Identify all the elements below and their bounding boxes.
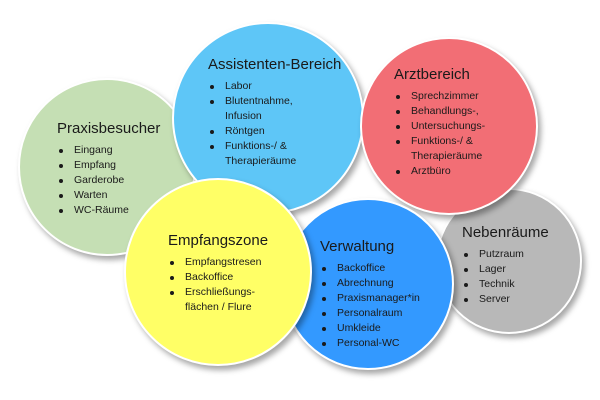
- assistenten-bereich-title: Assistenten-Bereich: [208, 56, 342, 73]
- list-item: Umkleide: [320, 321, 420, 336]
- empfangszone-title: Empfangszone: [168, 232, 269, 249]
- list-item: Backoffice: [320, 261, 420, 276]
- verwaltung-label: Verwaltung Backoffice Abrechnung Praxism…: [320, 238, 420, 351]
- empfangszone-list: Empfangstresen Backoffice Erschließungs-…: [168, 255, 268, 315]
- list-item: Röntgen: [208, 124, 341, 139]
- list-item: Garderobe: [57, 173, 160, 188]
- empfangszone-circle: [124, 178, 312, 366]
- list-item: Funktions-/ &: [208, 139, 341, 154]
- list-item: Putzraum: [462, 247, 549, 262]
- list-item: Labor: [208, 79, 341, 94]
- list-item: Warten: [57, 188, 160, 203]
- list-item: Arztbüro: [394, 164, 485, 179]
- arztbereich-circle: [360, 37, 538, 215]
- list-item: WC-Räume: [57, 203, 160, 218]
- praxisbesucher-list: Eingang Empfang Garderobe Warten WC-Räum…: [57, 143, 160, 218]
- nebenraeume-title: Nebenräume: [462, 224, 549, 241]
- list-item: Untersuchungs-: [394, 119, 485, 134]
- list-item: Funktions-/ &: [394, 134, 485, 149]
- list-item-continuation: Therapieräume: [225, 155, 297, 167]
- list-item: Personalraum: [320, 306, 420, 321]
- list-item: Abrechnung: [320, 276, 420, 291]
- arztbereich-label: Arztbereich Sprechzimmer Behandlungs-, U…: [394, 66, 485, 179]
- nebenraeume-list: Putzraum Lager Technik Server: [462, 247, 549, 307]
- empfangszone-label: Empfangszone Empfangstresen Backoffice E…: [168, 232, 268, 315]
- verwaltung-title: Verwaltung: [320, 238, 395, 255]
- list-item: Empfang: [57, 158, 160, 173]
- list-item-continuation: Infusion: [225, 110, 262, 122]
- praxisbesucher-label: Praxisbesucher Eingang Empfang Garderobe…: [57, 120, 160, 218]
- list-item: Eingang: [57, 143, 160, 158]
- list-item: Blutentnahme,: [208, 94, 341, 109]
- list-item: Sprechzimmer: [394, 89, 485, 104]
- list-item: Erschließungs-: [168, 285, 268, 300]
- list-item: Personal-WC: [320, 336, 420, 351]
- nebenraeume-label: Nebenräume Putzraum Lager Technik Server: [462, 224, 549, 307]
- verwaltung-list: Backoffice Abrechnung Praxismanager*in P…: [320, 261, 420, 351]
- assistenten-bereich-list: Labor Blutentnahme, Infusion Röntgen Fun…: [208, 79, 341, 169]
- list-item: Praxismanager*in: [320, 291, 420, 306]
- list-item-continuation: Therapieräume: [411, 150, 483, 162]
- assistenten-bereich-label: Assistenten-Bereich Labor Blutentnahme, …: [208, 56, 341, 169]
- praxisbesucher-title: Praxisbesucher: [57, 120, 161, 137]
- arztbereich-list: Sprechzimmer Behandlungs-, Untersuchungs…: [394, 89, 485, 179]
- arztbereich-title: Arztbereich: [394, 66, 470, 83]
- list-item: Empfangstresen: [168, 255, 268, 270]
- list-item: Technik: [462, 277, 549, 292]
- list-item-continuation: flächen / Flure: [185, 301, 252, 313]
- list-item: Server: [462, 292, 549, 307]
- list-item: Backoffice: [168, 270, 268, 285]
- list-item: Behandlungs-,: [394, 104, 485, 119]
- list-item: Lager: [462, 262, 549, 277]
